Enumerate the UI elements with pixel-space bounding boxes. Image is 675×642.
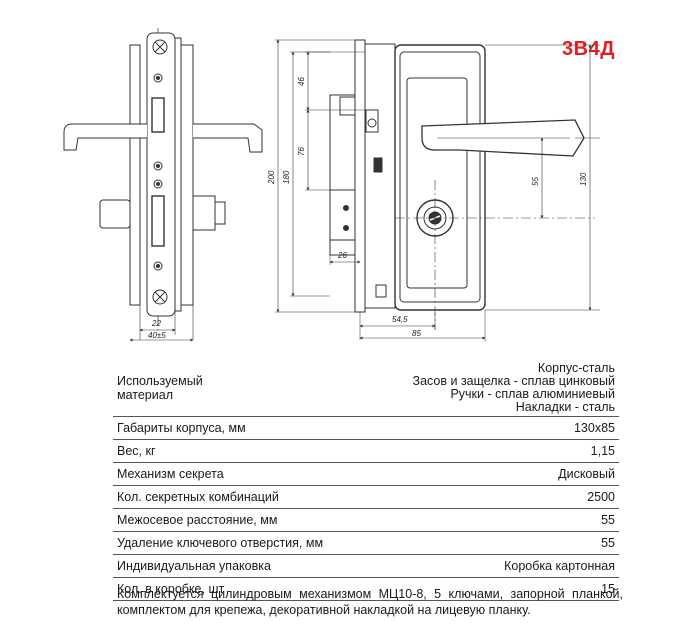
spec-label: Удаление ключевого отверстия, мм xyxy=(113,531,369,555)
spec-label: Индивидуальная упаковка xyxy=(113,554,369,578)
spec-value: Дисковый xyxy=(368,462,619,486)
dim-200: 200 xyxy=(267,170,276,185)
front-view xyxy=(275,39,600,342)
dim-130: 130 xyxy=(579,172,588,186)
package-note: Комплектуется цилиндровым механизмом МЦ1… xyxy=(117,587,623,617)
dim-22: 22 xyxy=(151,319,161,328)
dim-54-5: 54,5 xyxy=(392,315,408,324)
spec-label: Габариты корпуса, мм xyxy=(113,416,369,440)
dim-76: 76 xyxy=(297,147,306,156)
material-values: Корпус-сталь Засов и защелка - сплав цин… xyxy=(368,360,619,417)
dim-55: 55 xyxy=(531,177,540,186)
spec-value: 55 xyxy=(368,508,619,532)
spec-value: 1,15 xyxy=(368,439,619,463)
technical-drawing: 22 40±5 xyxy=(63,28,600,342)
dim-85: 85 xyxy=(412,329,421,338)
material-value: Засов и защелка - сплав цинковый xyxy=(412,374,615,388)
dim-180: 180 xyxy=(282,170,291,184)
dim-46: 46 xyxy=(297,77,306,86)
model-code: 3В4Д xyxy=(562,38,615,60)
material-label: Используемый материал xyxy=(113,360,369,417)
spec-label: Кол. в коробке, шт xyxy=(113,577,369,601)
spec-value: 15 xyxy=(368,577,619,601)
material-value: Ручки - сплав алюминиевый xyxy=(450,387,615,401)
spec-value: 55 xyxy=(368,531,619,555)
spec-label: Механизм секрета xyxy=(113,462,369,486)
material-value: Накладки - сталь xyxy=(515,400,615,414)
spec-value: 2500 xyxy=(368,485,619,509)
material-label-line1: Используемый xyxy=(117,374,203,388)
spec-value: Коробка картонная xyxy=(368,554,619,578)
dim-40: 40±5 xyxy=(148,331,166,340)
spec-table: Используемый материал Корпус-сталь Засов… xyxy=(113,360,619,601)
spec-label: Вес, кг xyxy=(113,439,369,463)
spec-label: Кол. секретных комбинаций xyxy=(113,485,369,509)
screw-bottom-icon xyxy=(152,289,168,305)
screw-top-icon xyxy=(152,39,168,55)
material-label-line2: материал xyxy=(117,388,173,402)
spec-label: Межосевое расстояние, мм xyxy=(113,508,369,532)
side-view xyxy=(63,28,263,342)
material-value: Корпус-сталь xyxy=(537,361,615,375)
material-row: Используемый материал Корпус-сталь Засов… xyxy=(113,360,619,417)
spec-value: 130х85 xyxy=(368,416,619,440)
dim-26: 26 xyxy=(337,251,347,260)
